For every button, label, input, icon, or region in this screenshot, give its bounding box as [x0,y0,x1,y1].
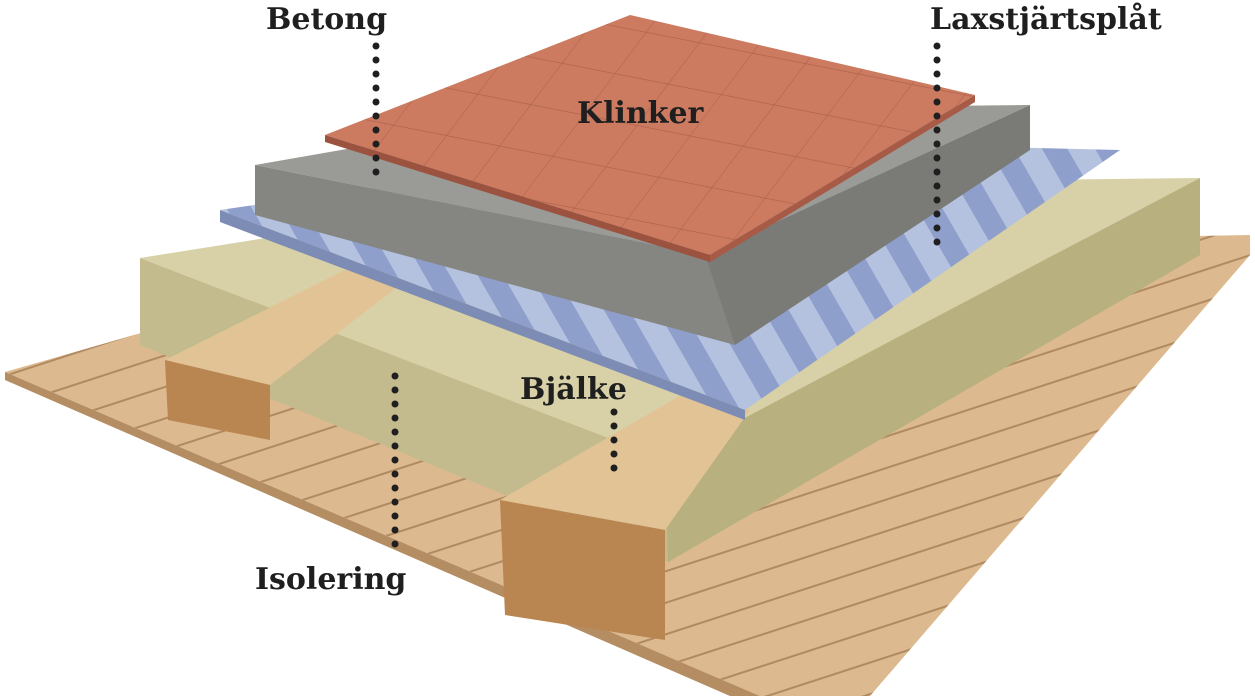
label-isolering: Isolering [255,562,407,597]
clinker-tiles [325,15,975,262]
joist-back [165,270,400,440]
joist-front [500,390,750,640]
label-bjalke: Bjälke [520,372,627,407]
label-klinker: Klinker [577,96,704,131]
label-betong: Betong [266,2,388,37]
label-laxstjartsplat: Laxstjärtsplåt [930,2,1162,37]
